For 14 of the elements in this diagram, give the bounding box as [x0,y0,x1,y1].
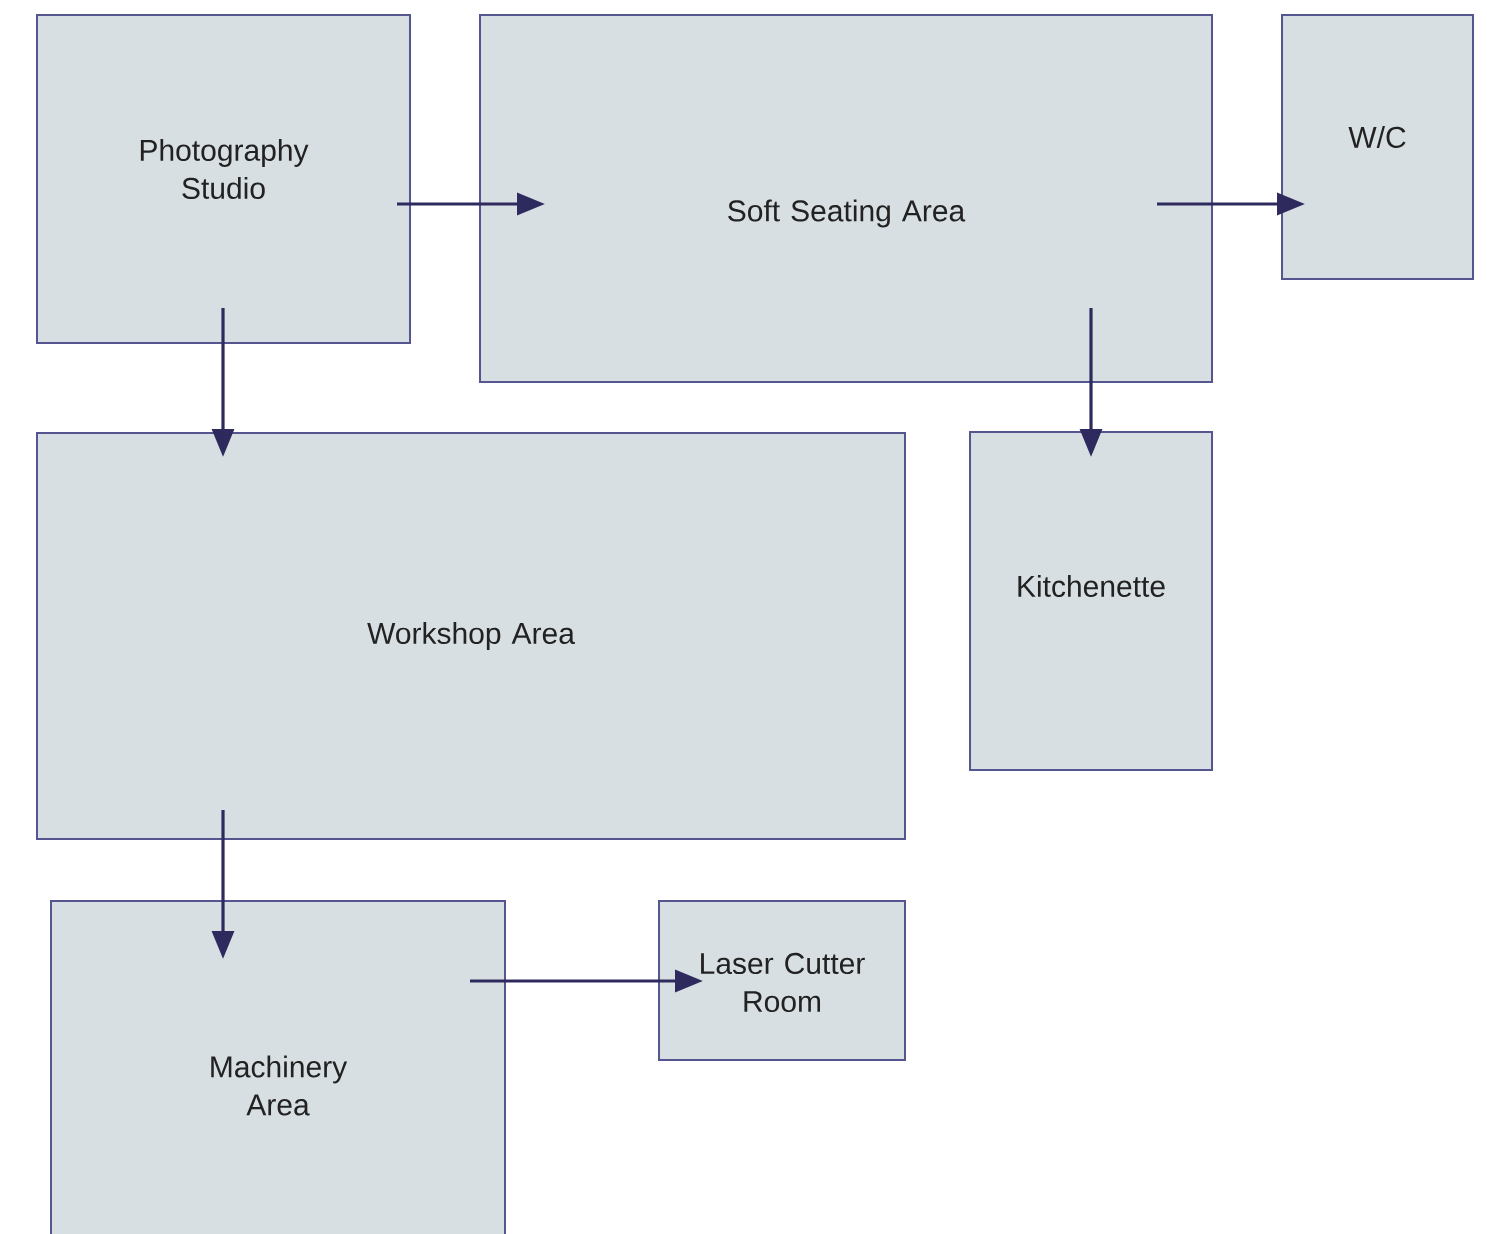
room-label: Machinery Area [211,1055,348,1116]
room-box [1281,14,1474,280]
room-label: Photography Studio [140,139,309,199]
room-box [36,14,411,344]
room-label: Kitchenette [1018,575,1165,597]
room-label: Soft Seating Area [728,199,966,228]
room-label: Laser Cutter Room [701,952,865,1013]
room-box [36,432,906,840]
room-box [479,14,1213,383]
room-label: Workshop Area [367,622,575,650]
room-box [969,431,1213,771]
room-box [658,900,906,1061]
room-box [50,900,506,1234]
room-label: W/C [1348,126,1406,148]
